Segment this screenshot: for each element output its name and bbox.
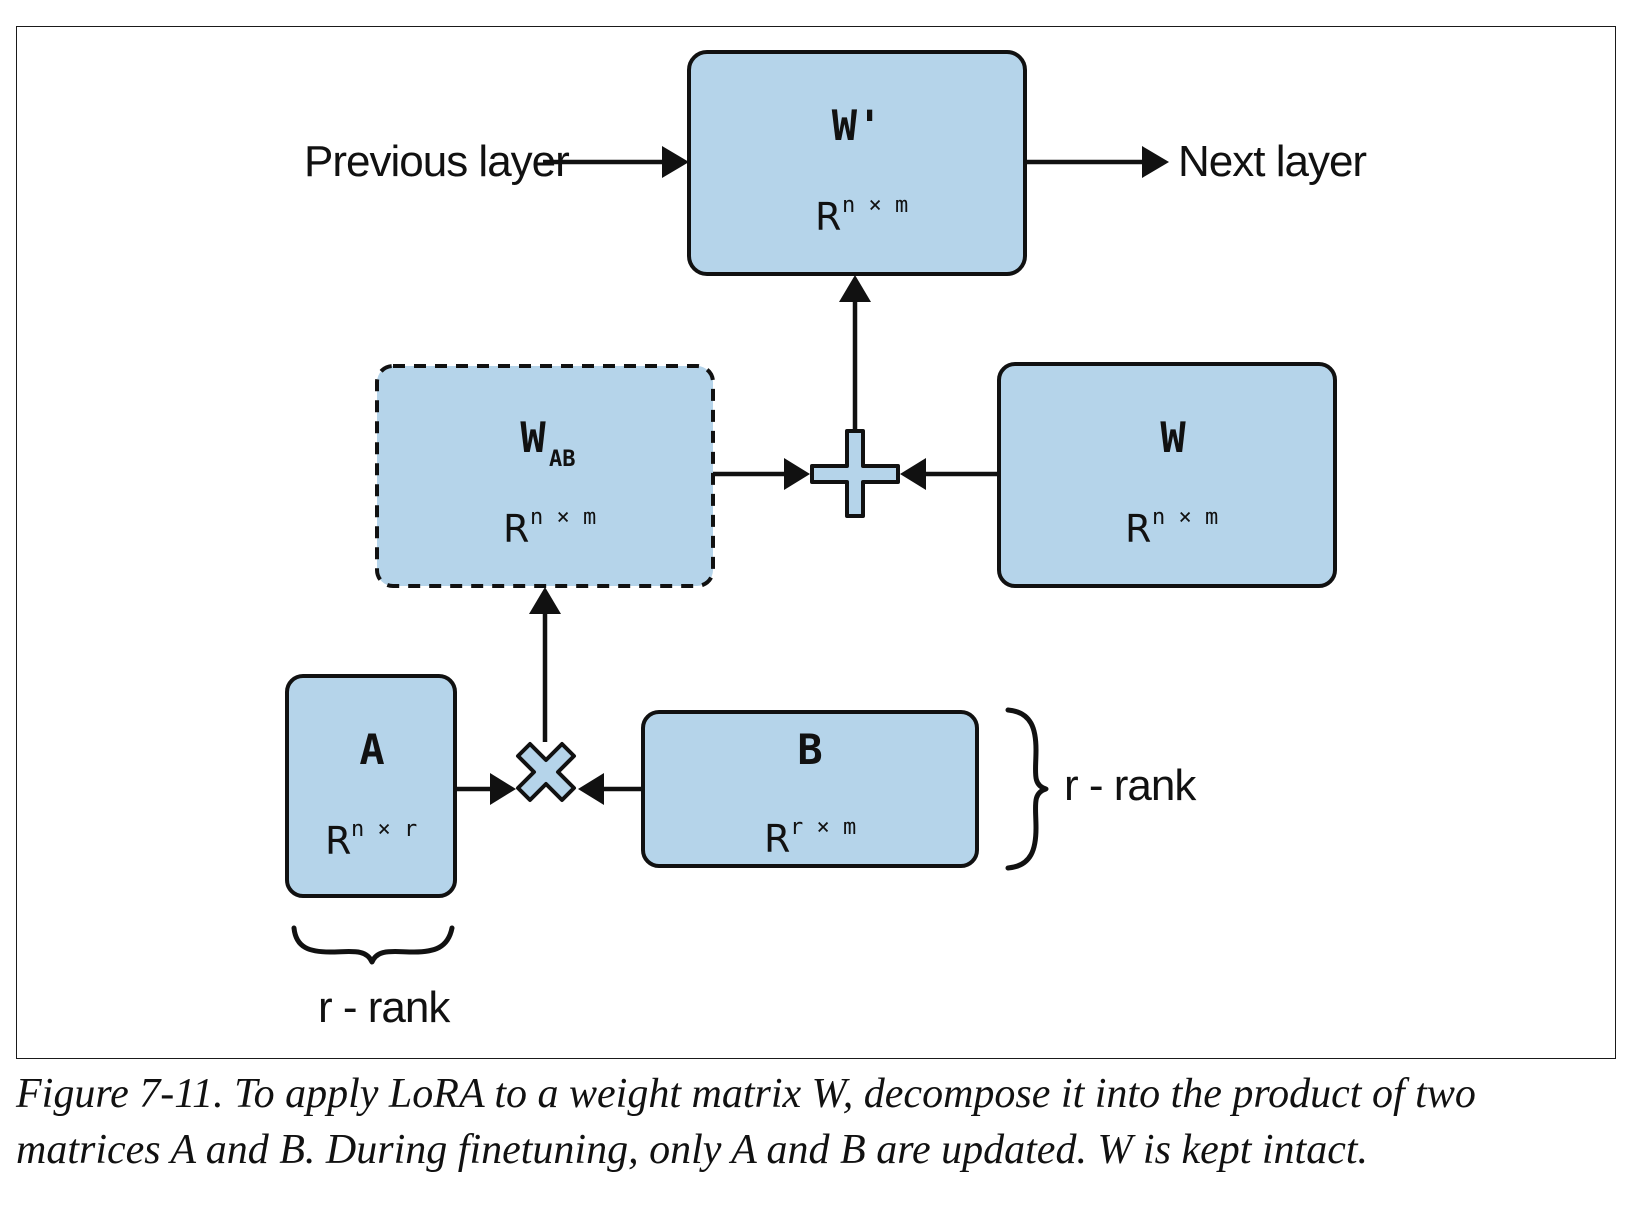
w-ab-dim-base: R [503,507,529,551]
a-rank-brace [291,925,455,965]
w-prime-title: W' [832,101,883,150]
a-node: A R n × r [285,674,457,898]
a-dim-base: R [325,819,351,863]
previous-layer-arrow [543,146,689,178]
figure-caption: Figure 7-11. To apply LoRA to a weight m… [16,1071,1476,1173]
w-dim-base: R [1125,507,1151,551]
w-ab-node: W AB R n × m [375,364,715,588]
figure-frame [16,26,1616,1059]
w-prime-dim-base: R [815,195,841,239]
w-prime-node: W' R n × m [687,50,1027,276]
b-to-multiply-arrow [578,773,643,805]
b-dim-sup: r × m [790,815,856,840]
w-ab-to-plus-arrow [713,458,810,490]
w-prime-dim-sup: n × m [842,193,908,218]
a-title: A [359,725,384,774]
multiply-to-w-ab-arrow [529,587,561,742]
w-ab-subscript: AB [549,447,576,472]
w-to-plus-arrow [900,458,999,490]
w-title: W [1160,413,1186,462]
b-node: B R r × m [641,710,979,868]
plus-to-w-prime-arrow [839,275,871,429]
w-node: W R n × m [997,362,1337,588]
previous-layer-label: Previous layer [304,137,569,186]
a-to-multiply-arrow [455,773,516,805]
w-dim-sup: n × m [1152,505,1218,530]
b-rank-label: r - rank [1064,761,1197,810]
a-dim-sup: n × r [351,817,417,842]
b-rank-brace [1005,707,1049,871]
a-rank-label: r - rank [318,983,451,1032]
b-title: B [797,725,822,774]
multiply-operator [516,742,576,802]
w-ab-dim-sup: n × m [530,505,596,530]
next-layer-label: Next layer [1178,137,1366,186]
next-layer-arrow [1025,146,1169,178]
w-ab-title: W [520,413,546,462]
plus-operator [810,429,900,518]
b-dim-base: R [764,817,790,861]
